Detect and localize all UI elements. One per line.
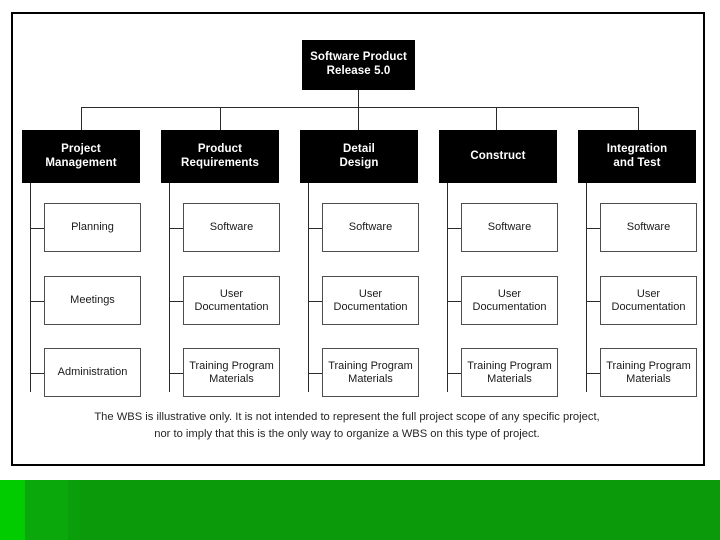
wbs-leaf-node[interactable]: Software	[461, 203, 558, 252]
wbs-leaf-node[interactable]: Software	[322, 203, 419, 252]
wbs-level2-label-product-requirements: Product Requirements	[181, 142, 259, 169]
wbs-leaf-label: Training Program Materials	[467, 359, 552, 385]
wbs-level2-label-integration-and-test: Integration and Test	[606, 142, 668, 169]
wbs-leaf-label: User Documentation	[472, 287, 547, 313]
wbs-level2-label-project-management: Project Management	[45, 142, 117, 169]
wbs-leaf-label: Training Program Materials	[189, 359, 274, 385]
wbs-leaf-node[interactable]: User Documentation	[183, 276, 280, 325]
wbs-level2-node-product-requirements[interactable]: Product Requirements	[161, 130, 279, 183]
connector-stub-col-5-child-1	[586, 228, 600, 229]
connector-stub-col-3-child-2	[308, 301, 322, 302]
footer-band	[0, 480, 720, 540]
wbs-leaf-node[interactable]: Training Program Materials	[600, 348, 697, 397]
wbs-leaf-label: Training Program Materials	[328, 359, 413, 385]
wbs-leaf-label: Training Program Materials	[606, 359, 691, 385]
wbs-leaf-node[interactable]: Training Program Materials	[183, 348, 280, 397]
connector-stub-col-2-child-3	[169, 373, 183, 374]
connector-stub-col-4-child-3	[447, 373, 461, 374]
wbs-caption: The WBS is illustrative only. It is not …	[40, 409, 654, 444]
connector-stub-col-3-child-3	[308, 373, 322, 374]
connector-drop-col-3	[358, 107, 359, 130]
wbs-leaf-label: Software	[348, 221, 393, 234]
wbs-leaf-node[interactable]: Meetings	[44, 276, 141, 325]
wbs-level2-label-detail-design: Detail Design	[339, 142, 379, 169]
connector-drop-col-5	[638, 107, 639, 130]
wbs-leaf-label: Software	[209, 221, 254, 234]
wbs-leaf-node[interactable]: User Documentation	[600, 276, 697, 325]
wbs-leaf-node[interactable]: Administration	[44, 348, 141, 397]
wbs-chart-frame: Software Product Release 5.0 Project Man…	[11, 12, 705, 466]
wbs-level2-node-integration-and-test[interactable]: Integration and Test	[578, 130, 696, 183]
connector-spine-col-5	[586, 183, 587, 392]
wbs-leaf-node[interactable]: Planning	[44, 203, 141, 252]
wbs-caption-line-1: The WBS is illustrative only. It is not …	[94, 411, 600, 423]
connector-spine-col-3	[308, 183, 309, 392]
connector-drop-col-1	[81, 107, 82, 130]
wbs-level2-node-project-management[interactable]: Project Management	[22, 130, 140, 183]
wbs-level2-node-construct[interactable]: Construct	[439, 130, 557, 183]
wbs-root-node[interactable]: Software Product Release 5.0	[302, 40, 415, 90]
connector-horizontal-bus	[81, 107, 639, 108]
wbs-leaf-label: User Documentation	[333, 287, 408, 313]
connector-root-drop	[358, 90, 359, 107]
connector-stub-col-1-child-2	[30, 301, 44, 302]
footer-stripe-mid	[25, 480, 68, 540]
wbs-leaf-label: User Documentation	[194, 287, 269, 313]
wbs-leaf-label: User Documentation	[611, 287, 686, 313]
connector-spine-col-2	[169, 183, 170, 392]
wbs-leaf-node[interactable]: Training Program Materials	[461, 348, 558, 397]
wbs-leaf-label: Meetings	[70, 294, 115, 307]
footer-stripe-edge	[68, 480, 80, 540]
connector-spine-col-1	[30, 183, 31, 392]
wbs-leaf-label: Software	[626, 221, 671, 234]
wbs-leaf-label: Software	[487, 221, 532, 234]
connector-stub-col-3-child-1	[308, 228, 322, 229]
wbs-caption-line-2: nor to imply that this is the only way t…	[154, 428, 540, 441]
wbs-leaf-node[interactable]: Software	[600, 203, 697, 252]
wbs-level2-label-construct: Construct	[470, 149, 526, 162]
connector-stub-col-5-child-3	[586, 373, 600, 374]
connector-stub-col-1-child-3	[30, 373, 44, 374]
connector-stub-col-4-child-2	[447, 301, 461, 302]
wbs-level2-node-detail-design[interactable]: Detail Design	[300, 130, 418, 183]
wbs-leaf-node[interactable]: Software	[183, 203, 280, 252]
wbs-leaf-label: Planning	[71, 221, 114, 234]
wbs-leaf-node[interactable]: User Documentation	[461, 276, 558, 325]
wbs-leaf-node[interactable]: User Documentation	[322, 276, 419, 325]
connector-stub-col-1-child-1	[30, 228, 44, 229]
connector-stub-col-2-child-1	[169, 228, 183, 229]
connector-stub-col-2-child-2	[169, 301, 183, 302]
wbs-leaf-label: Administration	[57, 366, 128, 379]
connector-stub-col-5-child-2	[586, 301, 600, 302]
connector-drop-col-4	[496, 107, 497, 130]
wbs-leaf-node[interactable]: Training Program Materials	[322, 348, 419, 397]
connector-drop-col-2	[220, 107, 221, 130]
connector-stub-col-4-child-1	[447, 228, 461, 229]
connector-spine-col-4	[447, 183, 448, 392]
footer-stripe-bright	[0, 480, 25, 540]
wbs-root-label: Software Product Release 5.0	[310, 51, 407, 77]
